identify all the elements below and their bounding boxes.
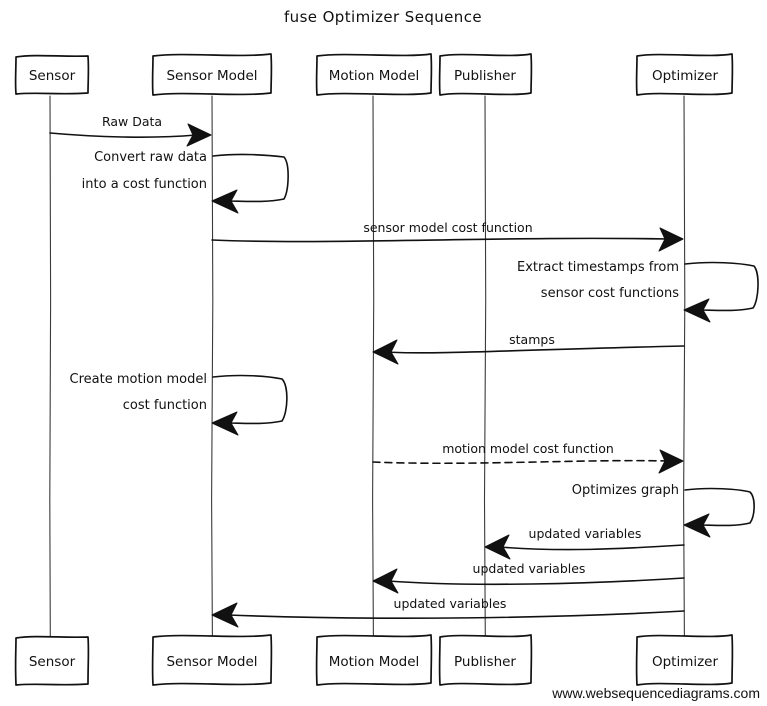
message-line [49, 132, 197, 138]
arrowhead-left-icon [372, 339, 399, 365]
participant-box-shape [315, 634, 433, 686]
participant-box-motion-model-top[interactable]: Motion Model [315, 53, 433, 96]
message-create-motion-model-self[interactable]: Create motion model cost function [70, 372, 288, 436]
participant-label-motion-model: Motion Model [329, 654, 420, 670]
arrowhead-left-icon [211, 411, 239, 436]
message-label-line-1: Convert raw data [94, 150, 207, 165]
watermark: www.websequencediagrams.com [551, 685, 760, 701]
participant-box-optimizer-bottom[interactable]: Optimizer [635, 634, 734, 686]
participant-box-shape [635, 53, 734, 96]
participant-box-sensor-model-bottom[interactable]: Sensor Model [151, 634, 273, 686]
participant-label-sensor: Sensor [29, 654, 76, 670]
self-message-loop [212, 153, 289, 203]
arrowhead-right-icon [658, 227, 684, 252]
participant-box-sensor-bottom[interactable]: Sensor [14, 635, 90, 686]
participant-box-shape [438, 53, 533, 96]
message-label: updated variables [529, 526, 642, 541]
arrowhead-right-icon [186, 123, 212, 147]
message-label: Raw Data [102, 114, 162, 129]
lifeline-publisher [483, 95, 487, 638]
self-message-loop [684, 261, 759, 312]
message-label: stamps [509, 332, 555, 347]
message-extract-timestamps-self[interactable]: Extract timestamps from sensor cost func… [517, 260, 759, 323]
message-label: updated variables [473, 561, 586, 576]
lifeline-motion-model [372, 95, 375, 638]
message-line [387, 345, 685, 354]
message-updated-variables-sensor-model[interactable]: updated variables [211, 596, 685, 628]
participant-box-shape [151, 634, 273, 686]
lifelines [49, 95, 686, 638]
diagram-title: fuse Optimizer Sequence [284, 8, 482, 26]
message-line [211, 237, 669, 243]
message-label-line-2: into a cost function [82, 177, 207, 192]
message-label: sensor model cost function [363, 220, 532, 235]
participant-label-publisher: Publisher [454, 654, 516, 670]
participant-box-shape [14, 54, 90, 95]
message-label-line-2: sensor cost functions [541, 286, 679, 301]
message-label: updated variables [394, 596, 507, 611]
arrowhead-left-icon [211, 189, 239, 214]
participant-box-motion-model-bottom[interactable]: Motion Model [315, 634, 433, 686]
message-line [227, 610, 685, 620]
message-updated-variables-motion-model[interactable]: updated variables [372, 561, 685, 594]
participant-boxes-bottom: Sensor Sensor Model Motion Model Publish… [14, 634, 734, 686]
participant-label-sensor-model: Sensor Model [166, 68, 257, 84]
participant-box-shape [635, 634, 734, 686]
participant-box-shape [14, 635, 90, 686]
participant-label-motion-model: Motion Model [329, 68, 420, 84]
message-line [499, 544, 685, 551]
participant-label-sensor: Sensor [29, 68, 76, 84]
arrowhead-right-icon [658, 449, 684, 474]
participant-label-publisher: Publisher [454, 68, 516, 84]
message-sensor-model-cost-function[interactable]: sensor model cost function [211, 220, 684, 252]
message-convert-raw-data-self[interactable]: Convert raw data into a cost function [82, 150, 289, 214]
arrowhead-left-icon [372, 568, 399, 594]
lifeline-optimizer [683, 95, 686, 638]
participant-box-optimizer-top[interactable]: Optimizer [635, 53, 734, 96]
participant-label-optimizer: Optimizer [652, 68, 719, 84]
participant-box-sensor-top[interactable]: Sensor [14, 54, 90, 95]
message-line-dashed [372, 459, 669, 465]
message-motion-model-cost-function[interactable]: motion model cost function [372, 441, 684, 474]
participant-box-shape [438, 634, 533, 686]
lifeline-sensor [49, 95, 52, 638]
arrowhead-left-icon [484, 534, 511, 560]
message-label-line-2: cost function [123, 398, 207, 413]
message-stamps[interactable]: stamps [372, 332, 685, 365]
message-label-line-1: Create motion model [70, 372, 207, 387]
participant-label-optimizer: Optimizer [652, 654, 719, 670]
participant-label-sensor-model: Sensor Model [166, 654, 257, 670]
self-message-loop [684, 487, 755, 527]
self-message-loop [212, 374, 288, 425]
message-optimizes-graph-self[interactable]: Optimizes graph [572, 483, 755, 538]
arrowhead-left-icon [211, 602, 239, 628]
arrowhead-left-icon [683, 513, 711, 538]
participant-box-publisher-bottom[interactable]: Publisher [438, 634, 533, 686]
participant-box-shape [151, 53, 273, 96]
participant-box-shape [315, 53, 433, 96]
message-label: motion model cost function [442, 441, 614, 456]
lifeline-sensor-model [211, 95, 214, 638]
message-line [387, 577, 685, 586]
message-raw-data[interactable]: Raw Data [49, 114, 212, 147]
message-updated-variables-publisher[interactable]: updated variables [484, 526, 685, 560]
participant-box-sensor-model-top[interactable]: Sensor Model [151, 53, 273, 96]
participant-boxes-top: Sensor Sensor Model Motion Model Publish… [14, 53, 734, 96]
message-label-line-1: Extract timestamps from [517, 260, 679, 275]
participant-box-publisher-top[interactable]: Publisher [438, 53, 533, 96]
arrowhead-left-icon [683, 298, 711, 323]
message-label: Optimizes graph [572, 483, 679, 498]
